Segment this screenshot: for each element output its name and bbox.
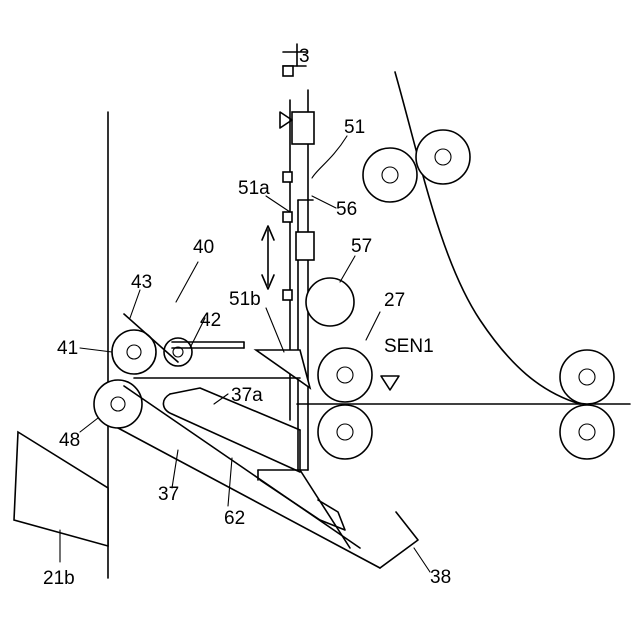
label-51: 51 xyxy=(344,117,365,138)
label-56: 56 xyxy=(336,199,357,220)
label-sheet-mark: 3 xyxy=(299,46,310,67)
label-51b: 51b xyxy=(229,289,261,310)
label-41: 41 xyxy=(57,338,78,359)
up-down-arrow-icon xyxy=(262,226,274,289)
label-62: 62 xyxy=(224,508,245,529)
label-38: 38 xyxy=(430,567,451,588)
tray-37 xyxy=(118,386,418,568)
label-48: 48 xyxy=(59,430,80,451)
label-40: 40 xyxy=(193,237,214,258)
label-37: 37 xyxy=(158,484,179,505)
roller-48 xyxy=(94,380,142,428)
label-57: 57 xyxy=(351,236,372,257)
label-37a: 37a xyxy=(231,385,263,406)
label-21b: 21b xyxy=(43,568,75,589)
guide-51b xyxy=(256,350,310,388)
label-43: 43 xyxy=(131,272,152,293)
label-sen1: SEN1 xyxy=(384,336,434,357)
label-42: 42 xyxy=(200,310,221,331)
label-51a: 51a xyxy=(238,178,270,199)
label-27: 27 xyxy=(384,290,405,311)
upper-roller-pair xyxy=(363,130,470,202)
roller-57 xyxy=(306,278,354,326)
sen1-triangle-icon xyxy=(381,376,399,390)
